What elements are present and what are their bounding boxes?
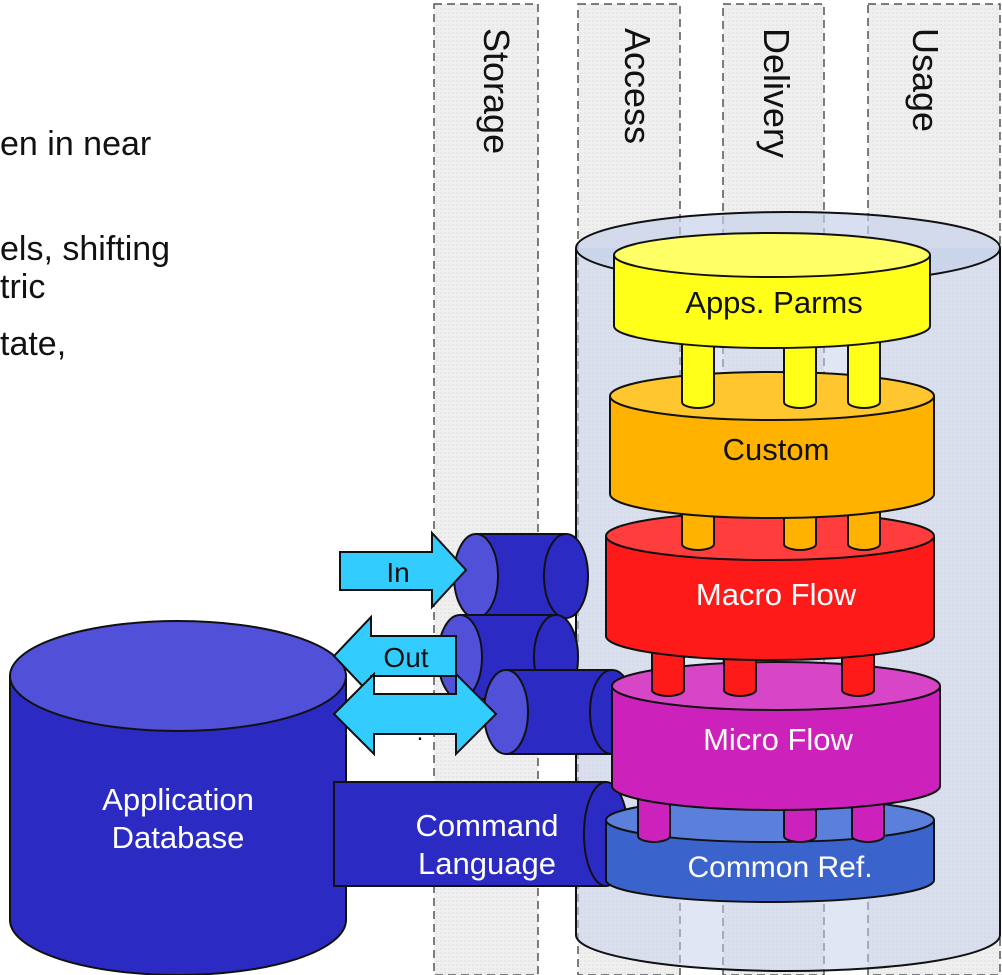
database-label-line1: Application — [102, 782, 254, 817]
arrow-out-label: Out — [383, 642, 428, 673]
layer-apps-parms: Apps. Parms — [613, 232, 931, 349]
layer-custom: Custom — [609, 371, 935, 519]
column-label-usage: Usage — [905, 28, 946, 132]
layer-label-custom: Custom — [723, 432, 830, 467]
layer-label-macro-flow: Macro Flow — [696, 577, 857, 612]
bullet-text-1: en in near — [0, 125, 152, 163]
bullet-text-3: tric — [0, 268, 46, 306]
arrow-bidirectional: . — [332, 671, 498, 757]
layer-stack: Common Ref. Micro Flow — [605, 232, 941, 903]
bullet-text-4: tate, — [0, 325, 67, 363]
column-labels: Storage Access Delivery Usage — [476, 28, 946, 158]
command-language-pipe: Command Language — [333, 781, 629, 887]
column-label-storage: Storage — [476, 28, 517, 154]
layer-label-micro-flow: Micro Flow — [703, 722, 853, 757]
arrow-in: In — [339, 530, 468, 610]
command-language-line1: Command — [416, 808, 559, 843]
arrow-in-label: In — [386, 557, 409, 588]
layer-label-apps-parms: Apps. Parms — [685, 285, 862, 320]
bullet-text-2: els, shifting — [0, 230, 171, 268]
column-label-access: Access — [617, 28, 658, 144]
command-language-line2: Language — [418, 846, 556, 881]
arrow-out: Out — [332, 614, 457, 698]
arrow-both-label: . — [417, 719, 424, 746]
connector-pegs-1 — [681, 342, 881, 409]
database-label-line2: Database — [112, 820, 245, 855]
layer-label-common-ref: Common Ref. — [687, 851, 872, 884]
data-arrows: In Out . — [332, 530, 498, 757]
column-label-delivery: Delivery — [756, 28, 797, 158]
pipe-connector-in — [453, 533, 589, 619]
database-cylinder: Application Database — [9, 620, 347, 975]
layer-macro-flow: Macro Flow — [605, 511, 935, 661]
